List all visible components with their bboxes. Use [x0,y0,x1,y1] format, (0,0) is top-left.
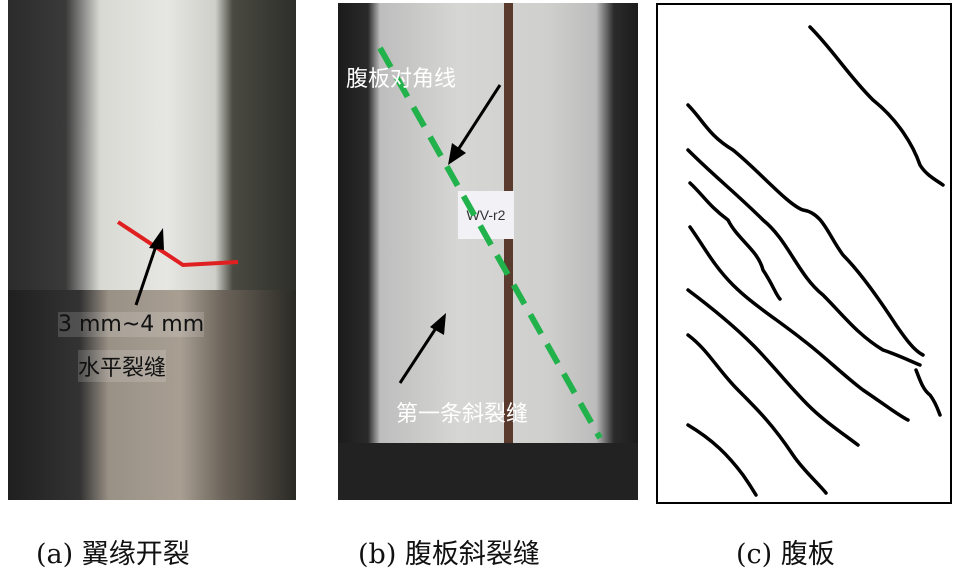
crack-line [686,333,828,495]
crack-width-label: 3 mm~4 mm [58,312,205,337]
photo-bottom-beam [338,443,638,500]
crack-line [686,148,922,367]
photo-web-diagonal-crack: WV-r2 腹板对角线 第一条斜裂缝 [338,3,638,500]
caption-a: (a) 翼缘开裂 [36,539,190,570]
arrow-line [134,239,160,306]
crack-line [914,368,942,417]
steel-rod [504,3,513,500]
diagonal-label: 腹板对角线 [346,67,457,92]
caption-b: (b) 腹板斜裂缝 [358,539,540,570]
crack-type-label: 水平裂缝 [78,350,167,382]
crack-line [808,25,945,187]
crack-sketch [686,25,945,497]
arrow-line [398,324,440,384]
horizontal-crack-marker [116,220,239,268]
arrow-head [430,313,446,335]
arrow-line [454,84,502,154]
caption-c: (c) 腹板 [736,539,835,570]
crack-line [688,181,782,301]
arrow-head [149,228,164,250]
arrow-head [448,143,466,165]
web-diagonal-line [377,46,603,440]
photo-flange-cracking: 3 mm~4 mm 水平裂缝 [8,0,296,500]
web-crack-sketch [656,3,952,504]
annotation-overlay [116,220,239,306]
crack-line [686,288,860,447]
photo-lower-region [8,290,296,500]
crack-line [686,103,925,357]
crack-line [686,423,758,497]
first-crack-label: 第一条斜裂缝 [396,402,529,427]
annotation-overlay [377,46,603,440]
crack-line [688,225,910,422]
